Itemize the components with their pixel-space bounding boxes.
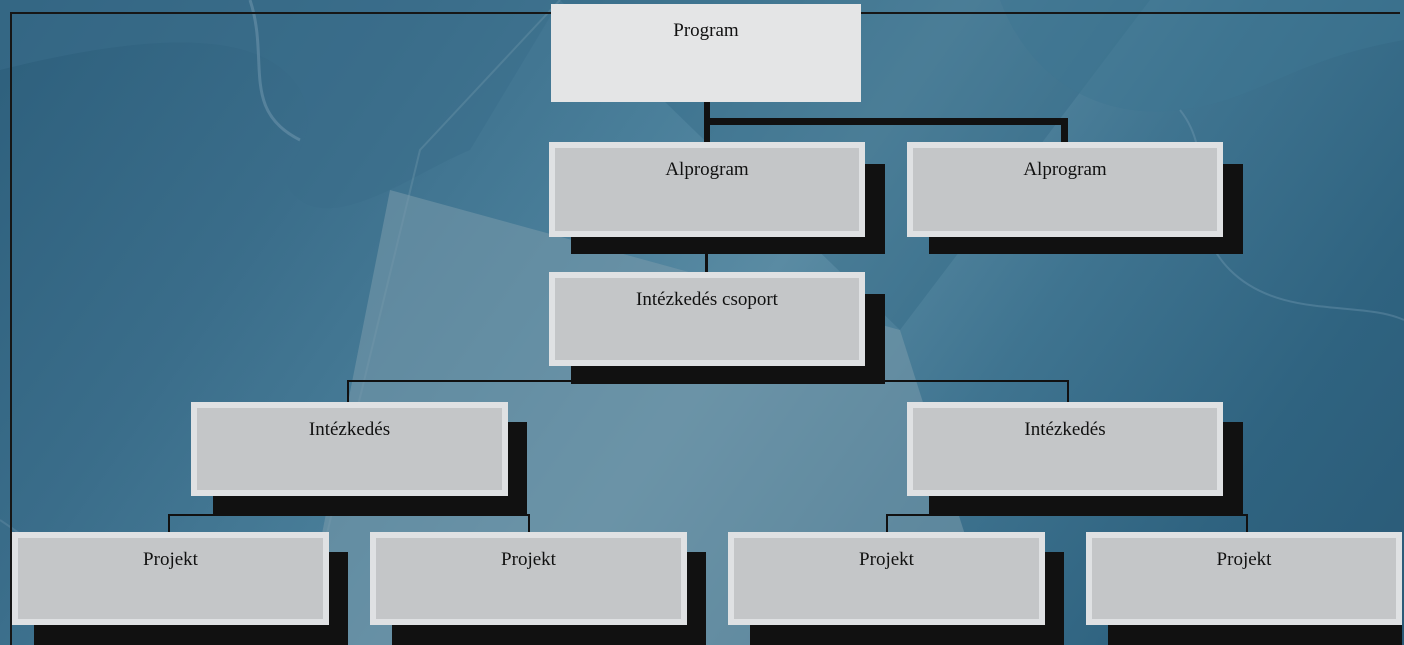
- node-measure-left-label: Intézkedés: [308, 419, 391, 440]
- connector-left-project-1: [168, 514, 170, 532]
- node-project-2-label: Projekt: [501, 549, 556, 570]
- node-program-label: Program: [673, 20, 739, 41]
- node-project-1-box: Projekt: [12, 532, 329, 625]
- node-project-2-box: Projekt: [370, 532, 687, 625]
- connector-right-measure: [1067, 380, 1069, 402]
- connector-left-measure: [347, 380, 349, 402]
- node-project-4-box: Projekt: [1086, 532, 1402, 625]
- connector-alprogram-group: [705, 252, 708, 272]
- connector-left-project-2: [528, 514, 530, 532]
- node-project-3-box: Projekt: [728, 532, 1045, 625]
- node-measure-group-label: Intézkedés csoport: [636, 289, 778, 310]
- node-measure-left-box: Intézkedés: [191, 402, 508, 496]
- connector-right-project-2: [1246, 514, 1248, 532]
- node-alprogram-left-box: Alprogram: [549, 142, 865, 237]
- node-project-3-label: Projekt: [859, 549, 914, 570]
- connector-right-project-1: [886, 514, 888, 532]
- node-project-4-label: Projekt: [1216, 549, 1272, 570]
- node-alprogram-left-label: Alprogram: [665, 159, 749, 180]
- node-measure-group-box: Intézkedés csoport: [549, 272, 865, 366]
- node-program-box: Program: [551, 4, 861, 102]
- connector-root-bar: [704, 118, 1068, 125]
- node-alprogram-right-box: Alprogram: [907, 142, 1223, 237]
- node-project-1-label: Projekt: [143, 549, 198, 570]
- connector-right-alprogram: [1061, 118, 1068, 142]
- node-measure-right-box: Intézkedés: [907, 402, 1223, 496]
- node-alprogram-right-label: Alprogram: [1023, 159, 1107, 180]
- node-measure-right-label: Intézkedés: [1024, 419, 1106, 440]
